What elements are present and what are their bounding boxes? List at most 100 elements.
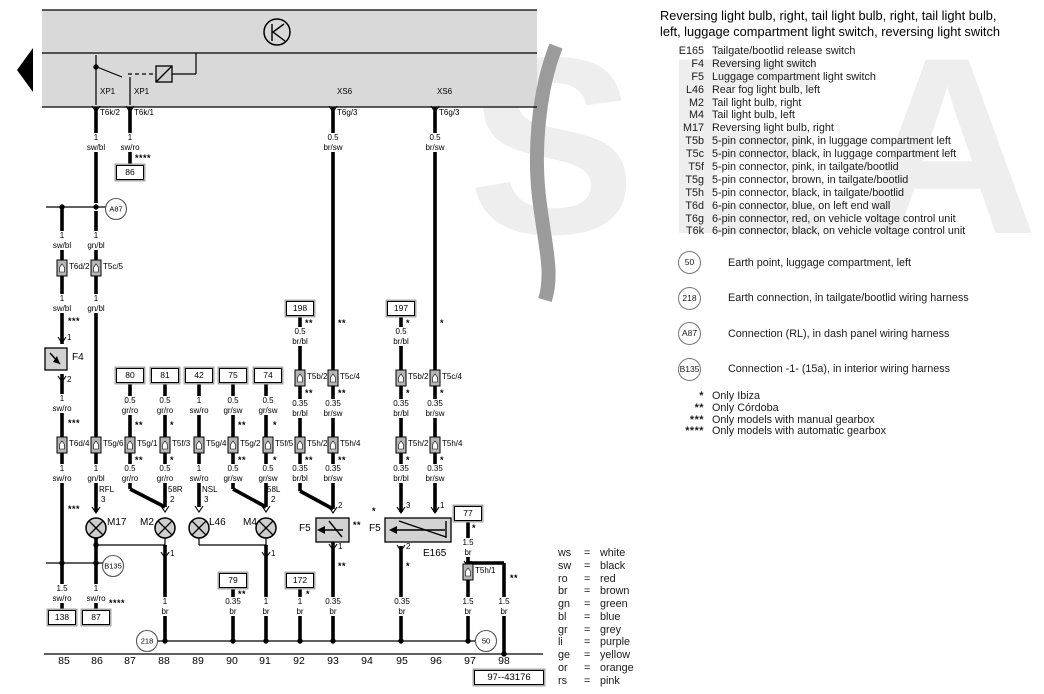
track-reference-box: 86 xyxy=(116,165,144,180)
wire-color-name: pink xyxy=(600,674,620,687)
wire-size-color-label: 1.5 br xyxy=(461,538,475,558)
variant-note-marker: * xyxy=(273,420,278,430)
wire-size-color-label: 0.35 br xyxy=(224,597,242,617)
pin-arrow-icon xyxy=(57,375,67,383)
wire-size-color-label: 0.5 gr/ro xyxy=(155,396,175,416)
equals-sign: = xyxy=(584,547,591,559)
component-code: T5h xyxy=(685,186,704,199)
wire-size-color-label: 1 sw/bl xyxy=(51,294,73,314)
terminal-designation: 58R xyxy=(168,485,183,494)
variant-note-row: *** Only models with manual gearbox xyxy=(660,414,1044,426)
variant-note-marker: ** xyxy=(305,388,314,398)
wire-color-name: orange xyxy=(600,661,634,674)
variant-note-marker: ** xyxy=(338,388,347,398)
connector-label: T5c/4 xyxy=(340,372,361,381)
wire-size-color-label: 1 sw/ro xyxy=(188,464,210,484)
variant-note-marker: ** xyxy=(238,455,247,465)
wire-color-code: br xyxy=(558,585,568,598)
wire-size-color-label: 0.5 br/sw xyxy=(322,133,344,153)
component-code: T6k xyxy=(686,225,704,238)
note-symbol: *** xyxy=(689,413,704,426)
junction-dot xyxy=(93,542,99,548)
variant-note-marker: *** xyxy=(68,504,81,514)
earth-point-circle-icon: B135 xyxy=(678,357,701,381)
component-label: M2 xyxy=(140,517,154,528)
wire-size-color-label: 1 gn/bl xyxy=(86,294,106,314)
pin-arrow-icon xyxy=(396,544,406,552)
junction-dot xyxy=(59,560,65,566)
wire-thin xyxy=(96,66,123,78)
variant-note-row: ****Only models with automatic gearbox xyxy=(660,425,1044,437)
junction-dot xyxy=(162,638,168,644)
variant-note-marker: * xyxy=(440,318,445,328)
wire-color-row: or=orange xyxy=(558,662,758,675)
connection-circle-label: A87 xyxy=(109,204,123,214)
fuse-position-label: XP1 xyxy=(134,87,150,96)
component-code: M17 xyxy=(682,122,704,135)
connector-icon-slot xyxy=(93,263,99,273)
track-reference-box: 74 xyxy=(254,368,282,383)
variant-note-marker: * xyxy=(306,589,311,599)
pin-number: 1 xyxy=(338,542,343,551)
variant-note-marker: ** xyxy=(338,561,347,571)
connector-label: T5f/5 xyxy=(275,439,294,448)
wire-size-color-label: 1.5 br xyxy=(461,597,475,617)
variant-note-marker: ** xyxy=(510,573,519,583)
variant-note-marker: **** xyxy=(109,598,126,608)
pin-number: 1 xyxy=(271,549,276,558)
wire-color-name: white xyxy=(600,547,626,559)
wire-color-row: gr=grey xyxy=(558,624,758,637)
note-description: Only models with manual gearbox xyxy=(712,413,875,426)
earth-point-description: Earth connection, in tailgate/bootlid wi… xyxy=(728,292,969,305)
wire-size-color-label: 0.5 gr/sw xyxy=(257,396,279,416)
terminal-designation: NSL xyxy=(202,485,218,494)
variant-note-marker: *** xyxy=(68,316,81,326)
connector-icon-slot xyxy=(127,440,133,450)
junction-dot xyxy=(330,638,336,644)
pin-number: 3 xyxy=(406,501,411,510)
connector-icon-slot xyxy=(432,373,438,383)
variant-note-row: *Only Ibiza xyxy=(660,390,1044,402)
variant-note-marker: ** xyxy=(135,455,144,465)
equals-sign: = xyxy=(584,598,591,610)
wire-color-code: ro xyxy=(558,572,568,585)
wire-size-color-label: 1 br xyxy=(295,597,305,617)
pin-number: 1 xyxy=(170,549,175,558)
wire-color-code: ge xyxy=(558,649,571,661)
variant-note-marker: **** xyxy=(135,153,152,163)
connector-icon-slot xyxy=(330,440,336,450)
wire-color-code: bl xyxy=(558,610,567,623)
connector-icon-slot xyxy=(297,373,303,383)
pin-arrow-icon xyxy=(194,505,204,513)
wire-size-color-label: 0.35 br/bl xyxy=(392,399,410,419)
wire-size-color-label: 1 br xyxy=(261,597,271,617)
wire-color-code: gr xyxy=(558,623,568,636)
switch-glyph xyxy=(155,65,173,83)
wire-color-code: ws xyxy=(558,547,572,559)
note-description: Only models with automatic gearbox xyxy=(712,425,887,438)
terminal-designation: RFL xyxy=(99,485,115,494)
pin-number: 2 xyxy=(338,501,343,510)
variant-note-marker: * xyxy=(472,523,477,533)
earth-point-circle-icon: 50 xyxy=(678,251,701,275)
wire-size-color-label: 0.35 br/sw xyxy=(424,399,446,419)
track-reference-box: 81 xyxy=(151,368,179,383)
component-description: 5-pin connector, black, in tailgate/boot… xyxy=(712,186,905,199)
connector-icon-slot xyxy=(196,440,202,450)
wire-size-color-label: 0.35 br/sw xyxy=(322,464,344,484)
variant-note-marker: ** xyxy=(238,589,247,599)
pin-arrow-icon xyxy=(261,551,271,559)
pin-arrow-icon xyxy=(328,105,338,113)
pin-number: 1 xyxy=(440,501,445,510)
junction-dot xyxy=(230,638,236,644)
junction-dot xyxy=(93,204,99,210)
equals-sign: = xyxy=(584,572,591,585)
component-label: F5 xyxy=(369,523,381,534)
connection-circle xyxy=(104,197,128,221)
